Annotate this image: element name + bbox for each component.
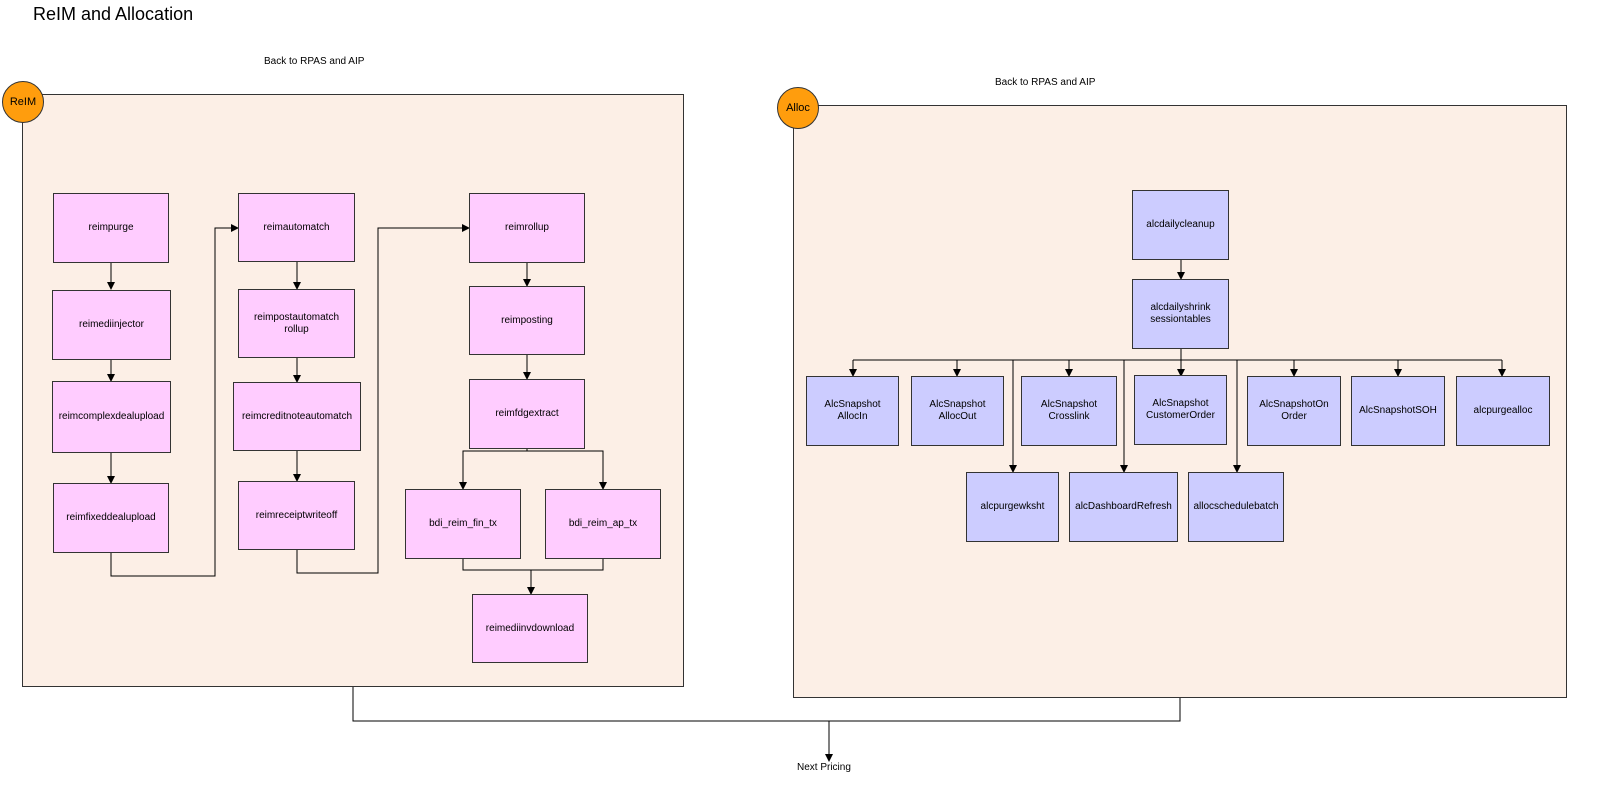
box-alcdashboardrefresh: alcDashboardRefresh <box>1069 472 1178 542</box>
box-bdi-reim-ap-tx: bdi_reim_ap_tx <box>545 489 661 559</box>
box-alcsnapshotonorder: AlcSnapshotOn Order <box>1247 376 1341 446</box>
reim-badge: ReIM <box>2 81 44 123</box>
box-reimpurge: reimpurge <box>53 193 169 263</box>
box-alcsnapshotsoh: AlcSnapshotSOH <box>1351 376 1445 446</box>
box-alcsnapshotcustomerorder: AlcSnapshot CustomerOrder <box>1134 375 1227 445</box>
box-alcdailycleanup: alcdailycleanup <box>1132 190 1229 260</box>
box-reimcomplexdealupload: reimcomplexdealupload <box>52 381 171 453</box>
box-reimpostautomatchrollup: reimpostautomatch rollup <box>238 289 355 358</box>
next-pricing-caption: Next Pricing <box>797 762 851 773</box>
box-alcsnapshotallocin: AlcSnapshot AllocIn <box>806 376 899 446</box>
alloc-badge: Alloc <box>777 87 819 129</box>
box-reimrollup: reimrollup <box>469 193 585 263</box>
box-reimcreditnoteautomatch: reimcreditnoteautomatch <box>233 382 361 451</box>
reim-back-caption: Back to RPAS and AIP <box>264 56 365 67</box>
box-reimposting: reimposting <box>469 286 585 355</box>
page-title: ReIM and Allocation <box>33 4 194 24</box>
box-alcdailyshrinksessiontables: alcdailyshrink sessiontables <box>1132 279 1229 349</box>
box-bdi-reim-fin-tx: bdi_reim_fin_tx <box>405 489 521 559</box>
box-reimediinvdownload: reimediinvdownload <box>472 594 588 663</box>
box-reimreceiptwriteoff: reimreceiptwriteoff <box>238 481 355 550</box>
box-alcsnapshotcrosslink: AlcSnapshot Crosslink <box>1021 376 1117 446</box>
box-reimfdgextract: reimfdgextract <box>469 379 585 449</box>
box-reimediinjector: reimediinjector <box>52 290 171 360</box>
alloc-back-caption: Back to RPAS and AIP <box>995 77 1096 88</box>
box-reimfixeddealupload: reimfixeddealupload <box>53 483 169 553</box>
box-alcpurgewksht: alcpurgewksht <box>966 472 1059 542</box>
box-allocschedulebatch: allocschedulebatch <box>1188 472 1284 542</box>
box-reimautomatch: reimautomatch <box>238 193 355 262</box>
box-alcsnapshotallocout: AlcSnapshot AllocOut <box>911 376 1004 446</box>
box-alcpurgealloc: alcpurgealloc <box>1456 376 1550 446</box>
